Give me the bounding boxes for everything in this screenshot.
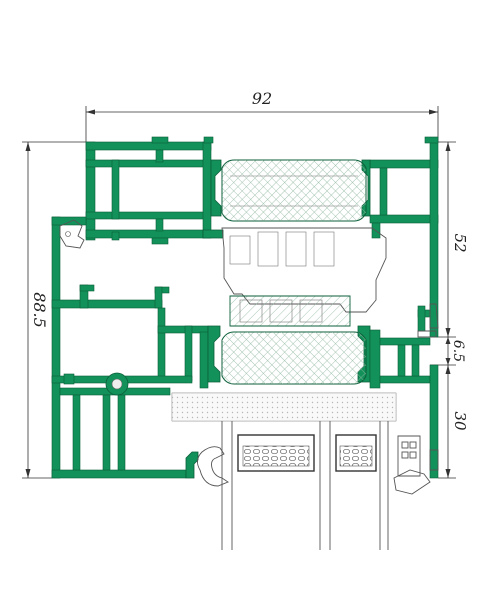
left-gasket-clip: [59, 219, 85, 249]
right-gasket-clip: [429, 303, 439, 471]
middle-thermal-break: [221, 295, 367, 385]
glazing-gasket-right: [393, 435, 431, 495]
dimension-label-92: 92: [252, 89, 272, 108]
hinge-pivot: [63, 372, 129, 396]
left-outer-frame: [51, 216, 209, 479]
glass-panes: [221, 421, 389, 550]
dimension-right-chain: 52 6.5 30: [430, 141, 469, 479]
upper-frame-profile: [85, 136, 439, 338]
dimension-width-top: 92: [85, 89, 439, 142]
dimension-label-88-5: 88.5: [30, 292, 49, 328]
dimension-label-52: 52: [451, 233, 469, 252]
dimension-height-left: 88.5: [22, 141, 86, 479]
dimension-label-6-5: 6.5: [450, 340, 466, 362]
dimension-label-30: 30: [451, 411, 469, 431]
glazing-gasket-left: [197, 446, 229, 487]
glazing-spacer-band: [171, 392, 397, 422]
upper-thermal-break: [221, 159, 367, 222]
